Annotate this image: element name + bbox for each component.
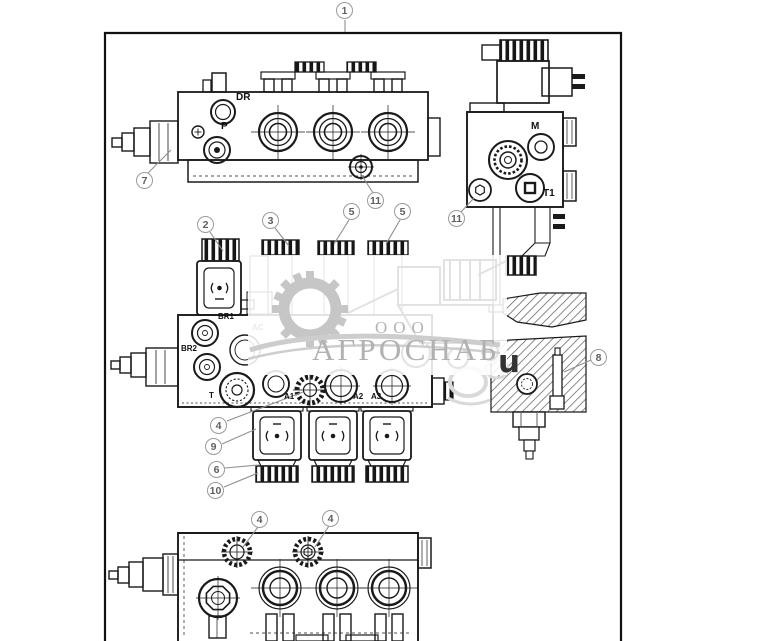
- port-label-dr: DR: [236, 92, 251, 103]
- callout-11-top: 11: [367, 192, 384, 209]
- watermark-stray-letter: u: [498, 344, 521, 380]
- callout-5-left: 5: [343, 203, 360, 220]
- relief-valve-fitting: [110, 347, 179, 387]
- bottom-valve-view: [108, 532, 432, 641]
- callout-8: 8: [590, 349, 607, 366]
- callout-6: 6: [208, 461, 225, 478]
- frame-border: [103, 31, 623, 641]
- port-label-a3: A3: [371, 392, 382, 401]
- watermark-art: [247, 259, 507, 369]
- solenoid-valves: [250, 406, 414, 483]
- port-label-br2: BR2: [181, 344, 198, 353]
- port-label-t: T: [209, 391, 214, 400]
- callout-5-right: 5: [394, 203, 411, 220]
- relief-valve-fitting: [108, 553, 179, 596]
- relief-valve-fitting: [111, 120, 179, 164]
- callout-1: 1: [336, 2, 353, 19]
- connector-face-symbol: [210, 282, 229, 300]
- callout-4-bottom-left: 4: [251, 511, 268, 528]
- port-label-m: M: [531, 121, 540, 132]
- callout-3: 3: [262, 212, 279, 229]
- cross-section-view: [490, 292, 587, 460]
- port-label-t1: T1: [543, 188, 555, 199]
- work-ports: [251, 105, 415, 159]
- callout-4-bottom-right: 4: [322, 510, 339, 527]
- port-label-a2: A2: [353, 392, 364, 401]
- callout-7: 7: [136, 172, 153, 189]
- port-label-p: P: [221, 121, 228, 132]
- watermark-company-prefix: ООО: [375, 318, 430, 337]
- callout-4-mid: 4: [210, 417, 227, 434]
- work-ports: [251, 559, 418, 617]
- swoosh-lines: [247, 333, 501, 361]
- watermark-company-name: АГРОСНАБ: [312, 332, 500, 367]
- callout-2: 2: [197, 216, 214, 233]
- port-label-br1: BR1: [218, 312, 235, 321]
- watermark: ООО АГРОСНАБ: [247, 255, 507, 375]
- port-label-a1: A1: [284, 392, 295, 401]
- top-left-valve-view: [111, 61, 441, 183]
- callout-9: 9: [205, 438, 222, 455]
- callout-11-right: 11: [448, 210, 465, 227]
- callout-10: 10: [207, 482, 224, 499]
